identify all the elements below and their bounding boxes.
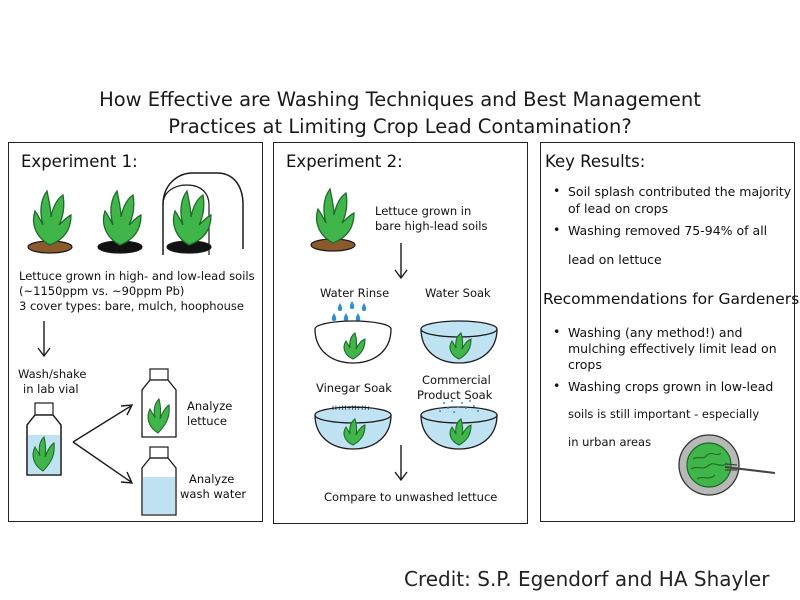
bullet-icon: •	[553, 222, 561, 237]
analyze-water-line-2: wash water	[180, 487, 247, 501]
commercial-line-1: Commercial	[422, 373, 491, 387]
down-arrow-icon	[37, 321, 51, 358]
bare-soil-lettuce-icon	[27, 189, 73, 254]
recommendation-2-line-3: in urban areas	[568, 435, 652, 449]
compare-label: Compare to unwashed lettuce	[324, 490, 498, 504]
wash-label-line-1: Wash/shake	[18, 367, 87, 381]
key-result-2-line-1: Washing removed 75-94% of all	[568, 223, 768, 238]
water-rinse-label: Water Rinse	[320, 286, 390, 300]
recommendation-2-line-1: Washing crops grown in low-lead	[568, 379, 774, 394]
vinegar-soak-label: Vinegar Soak	[316, 381, 392, 395]
recommendations-heading: Recommendations for Gardeners:	[543, 290, 800, 308]
credit-line: Credit: S.P. Egendorf and HA Shayler	[404, 567, 770, 591]
bullet-icon: •	[553, 324, 561, 339]
water-rinse-bowl-icon	[314, 301, 392, 364]
recommendation-2-line-2: soils is still important - especially	[568, 407, 760, 421]
recommendation-1-line-2: mulching effectively limit lead on	[568, 341, 777, 356]
vinegar-soak-bowl-icon	[314, 406, 392, 450]
lab-vial-lettuce-icon	[26, 402, 62, 476]
bullet-icon: •	[553, 183, 561, 198]
key-results-panel: Key Results: • Soil splash contributed t…	[540, 142, 800, 522]
key-result-1-line-2: of lead on crops	[568, 201, 669, 216]
hoophouse-lettuce-icon	[162, 172, 244, 255]
bullet-icon: •	[553, 378, 561, 393]
soil-description-line-1: Lettuce grown in high- and low-lead soil…	[19, 269, 255, 283]
grown-line-1: Lettuce grown in	[375, 204, 472, 218]
water-soak-bowl-icon	[420, 320, 498, 364]
water-soak-label: Water Soak	[425, 286, 491, 300]
soil-description-line-2: (~1150ppm vs. ~90ppm Pb)	[19, 284, 185, 298]
wash-label-line-2: in lab vial	[23, 382, 79, 396]
analyze-water-line-1: Analyze	[189, 472, 235, 486]
experiment-1-panel: Experiment 1: Lettuce grown in high- and…	[8, 142, 263, 522]
mulch-lettuce-icon	[97, 189, 143, 254]
soil-description-line-3: 3 cover types: bare, mulch, hoophouse	[19, 299, 244, 313]
wash-water-vial-icon	[141, 446, 177, 516]
experiment-2-heading: Experiment 2:	[286, 152, 403, 171]
title-line-2: Practices at Limiting Crop Lead Contamin…	[168, 115, 632, 138]
recommendation-1-line-3: crops	[568, 357, 602, 372]
down-arrow-icon	[394, 243, 408, 280]
salad-plate-icon	[678, 434, 776, 496]
grown-line-2: bare high-lead soils	[375, 219, 488, 233]
commercial-line-2: Product Soak	[417, 388, 493, 402]
vinegar-hydrogen-marks: H+H+H+H+	[332, 404, 371, 412]
lettuce-vial-icon	[141, 368, 177, 438]
key-result-2-line-2: lead on lettuce	[568, 252, 662, 267]
down-arrow-icon	[394, 445, 408, 482]
analyze-lettuce-line-2: lettuce	[187, 414, 227, 428]
bare-soil-lettuce-icon	[310, 187, 356, 252]
recommendation-1-line-1: Washing (any method!) and	[568, 325, 743, 340]
analyze-lettuce-line-1: Analyze	[187, 399, 233, 413]
experiment-2-panel: Experiment 2: Lettuce grown in bare high…	[273, 142, 528, 524]
split-arrows-icon	[72, 404, 134, 484]
commercial-soak-bowl-icon	[420, 400, 498, 450]
page-title: How Effective are Washing Techniques and…	[0, 86, 800, 140]
key-results-heading: Key Results:	[545, 152, 646, 171]
key-result-1-line-1: Soil splash contributed the majority	[568, 184, 792, 199]
experiment-1-heading: Experiment 1:	[21, 152, 138, 171]
title-line-1: How Effective are Washing Techniques and…	[99, 88, 701, 111]
